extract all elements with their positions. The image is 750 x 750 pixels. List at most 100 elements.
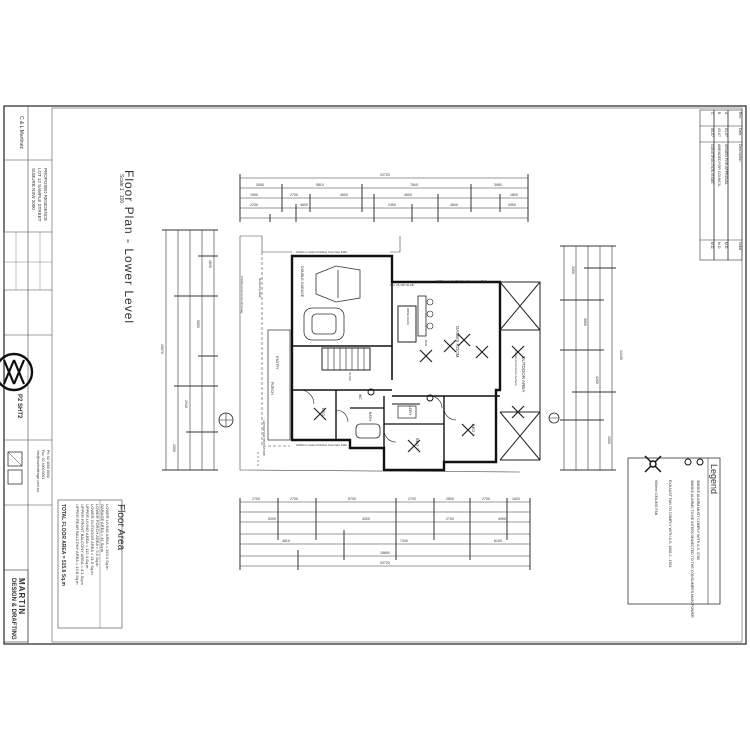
revision-cell: CONSTRUCTION ISSUE [710,144,714,184]
dimension-label: 5850 [196,320,200,328]
room-label-ldry: LDRY [408,406,412,416]
dimension-label: 2700 [252,497,260,501]
dimension-label: 3300 [571,266,575,274]
company-name: DESIGN & DRAFTING [10,578,16,640]
revision-header: Initial [738,242,742,251]
dimension-label: 4840 [208,260,212,268]
dimension-label: 12100 [619,350,623,360]
floor-area-row: LOWER LIVING AREA = 153.3 Sq.m [105,504,110,570]
revision-cell: AMENDED FOR COUNCIL [717,144,721,187]
room-label-porch: PORCH [270,382,274,395]
annotation-boundary: 400mm HIGH BOUNDARY [262,419,266,456]
sheet-scale: Scale 1 : 100 [118,174,124,204]
ceiling-fans [313,333,525,453]
sheet-title: Floor Plan - Lower Level [122,170,136,325]
legend-smoke-icon [696,458,704,466]
dimension-label: 1990 [250,193,258,197]
project-line: SUBURB NSW 2000 [31,168,36,210]
dimensions-top [239,174,529,222]
legend-item: SMOKE ALARMS TO BE INTERCONNECTED TO THE… [690,480,694,618]
floor-area-total: TOTAL FLOOR AREA = 515.6 Sq.m [60,504,66,587]
floor-area-row: UPPER LIVING AREA = 112.4 Sq.m [85,504,90,569]
sheet-number: P2 SHT2 [16,394,22,419]
legend-heading: Legend [709,464,719,495]
dimension-label: 20720 [380,173,390,177]
ceiling-fan-icon [511,345,525,359]
dimension-label: 1620 [512,497,520,501]
contact-line: Fax: 02 4000 0001 [41,450,45,480]
exterior-walls [290,254,502,472]
legend-item: SMOKE ALARM MUST COMPLY WITH A.S. 3786 [696,480,700,560]
dimension-label: 1890 [510,193,518,197]
revision-cell: ISSUED FOR APPROVAL [724,144,728,185]
revision-cell: M.D. [710,242,714,250]
bathtub [355,423,381,439]
revision-cell: C [710,112,714,115]
legend-item: 900mm CEILING FAN [654,480,658,516]
company-logo [0,352,34,392]
garage-cars [303,265,361,341]
annotation-path-top: 1000mm wide Polished Concrete Path [296,250,348,254]
floor-area-row: GARAGE AREA = 41 Sq.m [100,504,105,553]
ceiling-fan-icon [457,333,471,347]
north-arrow-icon [218,412,234,428]
dimension-label: 2700 [482,497,490,501]
room-label-entry: ENTRY [275,356,280,370]
ceiling-fan-icon [419,349,433,363]
room-note-outdoor: Polished Concrete Surface [514,350,518,386]
sheet-border [3,105,747,645]
smoke-alarm-icon [367,388,375,396]
revision-cell: 01-07 [724,128,728,137]
dimension-label: 2700 [408,497,416,501]
annotation-slab: FFL 25.400 SLAB [390,283,414,287]
dimension-label: 5730 [348,497,356,501]
dimension-label: 1500 [607,436,611,444]
project-line: PROPOSED RESIDENCE [43,168,48,222]
dimension-label: 4600 [340,193,348,197]
smoke-alarm-icon [426,394,434,402]
revision-cell: 03-07 [717,128,721,137]
dimension-label: 2700 [446,517,454,521]
floor-area-row: UPPER FRONT BALCONY AREA = 4.1 Sq.m [80,504,85,585]
floor-area-box [57,499,123,629]
floor-area-row: UPPER REAR BALCONY AREA = 13.8 Sq.m [75,504,80,585]
floor-area-heading: Floor Area [115,504,126,551]
ceiling-fan-icon [313,407,327,421]
dimension-label: 5810 [316,183,324,187]
ceiling-fan-icon [407,439,421,453]
dimension-label: 5200 [268,517,276,521]
porch-outline [267,329,291,441]
ceiling-fan-icon [511,405,525,419]
dimension-label: 3980 [494,183,502,187]
dimension-label: 2230 [250,203,258,207]
dimension-label: 3950 [508,203,516,207]
room-label-games: GAMES ROOM [455,326,460,358]
title-block [0,106,52,644]
revision-cell: 06-07 [710,128,714,137]
revision-table [699,109,743,261]
dimension-label: 2500 [446,497,454,501]
dimension-label: 18690 [380,551,390,555]
annotation-retaining: Retaining Wall [258,278,262,298]
dimension-label: 3000 [583,318,587,326]
inner-border [51,107,743,643]
dimension-label: 20720 [380,561,390,565]
ceiling-fan-icon [461,423,475,437]
dimension-label: 6100 [494,539,502,543]
room-label-bed2: BED 2 [415,438,420,450]
annotation-path-bottom: 1000mm wide Polished Concrete Path [296,443,348,447]
dimension-label: 2700 [290,497,298,501]
legend-box [627,455,721,605]
ceiling-fan-icon [443,339,457,353]
revision-cell: M.D. [717,242,721,250]
dimension-label: 15670 [160,344,164,354]
dimension-label: 4990 [498,517,506,521]
room-label-bed3: BED 3 [471,424,476,436]
dimension-label: 4600 [404,193,412,197]
room-label-wc: WC [358,394,362,400]
revision-cell: A [724,112,728,115]
floor-area-row: LOWER OUTDOOR AREA = 21.5 Sq.m [90,504,95,575]
contact-line: info@martindesign.com.au [36,450,40,492]
ceiling-fan-icon [475,345,489,359]
